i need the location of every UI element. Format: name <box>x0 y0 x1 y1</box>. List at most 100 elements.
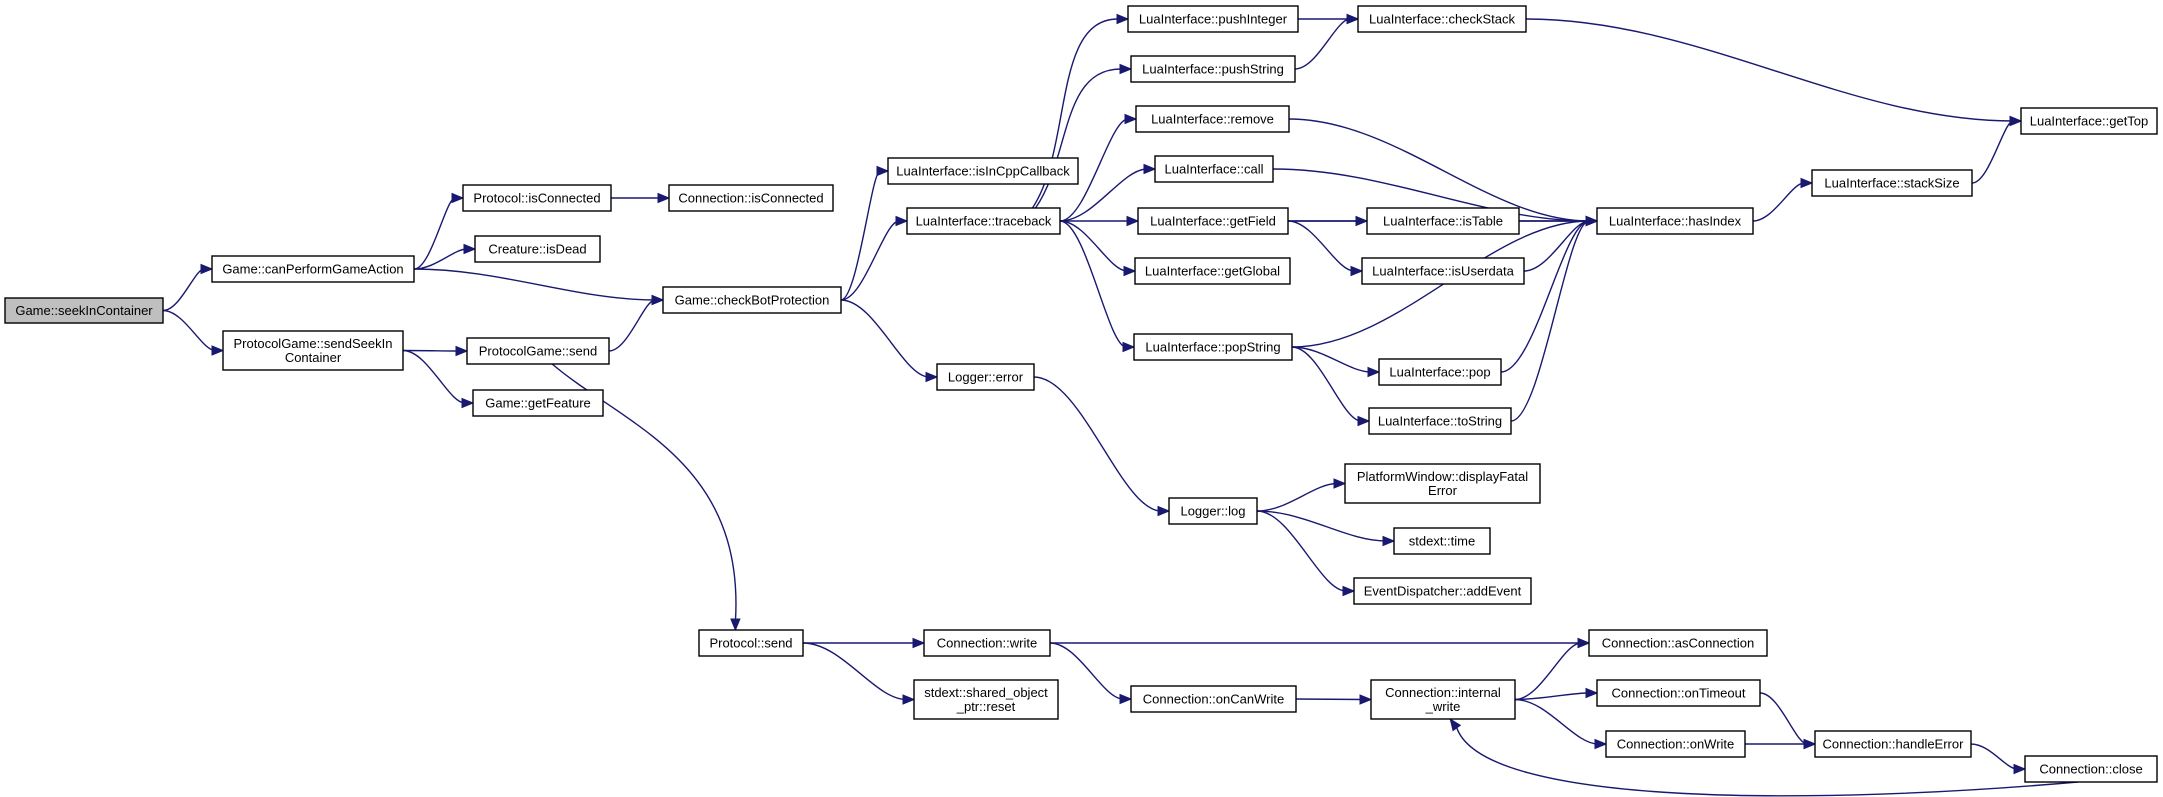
node-loggerLog[interactable]: Logger::log <box>1168 497 1258 525</box>
node-remove[interactable]: LuaInterface::remove <box>1135 105 1290 133</box>
edge-arrowhead <box>1382 535 1396 547</box>
call-graph-edges <box>162 13 2078 797</box>
node-internalWrite[interactable]: Connection::internal_write <box>1370 679 1516 720</box>
node-pop[interactable]: LuaInterface::pop <box>1378 358 1502 386</box>
node-asConnection[interactable]: Connection::asConnection <box>1588 629 1768 657</box>
node-popString[interactable]: LuaInterface::popString <box>1133 333 1293 361</box>
node-hasIndex[interactable]: LuaInterface::hasIndex <box>1596 207 1754 235</box>
node-onWrite[interactable]: Connection::onWrite <box>1605 730 1746 758</box>
node-canPerform[interactable]: Game::canPerformGameAction <box>211 255 415 283</box>
node-checkBot[interactable]: Game::checkBotProtection <box>662 286 842 314</box>
node-label: LuaInterface::remove <box>1151 112 1274 127</box>
node-toString[interactable]: LuaInterface::toString <box>1368 407 1512 435</box>
edge-canPerform-to-protoIsConn <box>413 192 465 270</box>
edge-arrowhead <box>1585 687 1599 699</box>
edge-arrowhead <box>1123 265 1137 277</box>
node-box <box>1168 497 1258 525</box>
node-box <box>1378 358 1502 386</box>
node-box <box>466 337 610 365</box>
node-label: Protocol::send <box>709 636 792 651</box>
edge-arrowhead <box>912 637 926 649</box>
node-label: Game::checkBotProtection <box>675 293 830 308</box>
node-call[interactable]: LuaInterface::call <box>1154 155 1274 183</box>
node-box <box>1137 207 1289 235</box>
node-label: LuaInterface::isUserdata <box>1372 264 1514 279</box>
node-onCanWrite[interactable]: Connection::onCanWrite <box>1130 685 1297 713</box>
node-getTop[interactable]: LuaInterface::getTop <box>2020 107 2158 135</box>
node-isDead[interactable]: Creature::isDead <box>474 235 601 263</box>
node-box <box>2024 755 2158 783</box>
node-box <box>913 679 1059 720</box>
edge-line <box>1034 68 1122 209</box>
node-getField[interactable]: LuaInterface::getField <box>1137 207 1289 235</box>
node-sharedReset[interactable]: stdext::shared_object_ptr::reset <box>913 679 1059 720</box>
node-getGlobal[interactable]: LuaInterface::getGlobal <box>1134 257 1291 285</box>
edge-getField-to-isUserdata <box>1287 220 1364 277</box>
node-label: Container <box>285 350 342 365</box>
node-label: EventDispatcher::addEvent <box>1364 584 1522 599</box>
node-box <box>906 207 1061 235</box>
edge-internalWrite-to-onTimeout <box>1514 687 1599 701</box>
node-connIsConn[interactable]: Connection::isConnected <box>668 184 834 212</box>
edge-arrowhead <box>1143 163 1157 175</box>
node-label: LuaInterface::call <box>1164 162 1263 177</box>
node-label: Connection::onWrite <box>1617 737 1735 752</box>
node-checkStack[interactable]: LuaInterface::checkStack <box>1357 5 1527 33</box>
node-box <box>1353 577 1532 605</box>
node-traceback[interactable]: LuaInterface::traceback <box>906 207 1061 235</box>
node-getFeature[interactable]: Game::getFeature <box>472 389 604 417</box>
node-label: Connection::isConnected <box>678 191 823 206</box>
node-box <box>923 629 1051 657</box>
edge-line <box>1033 376 1162 512</box>
edge-line <box>1256 482 1338 512</box>
edge-line <box>840 170 881 301</box>
node-isUserdata[interactable]: LuaInterface::isUserdata <box>1361 257 1525 285</box>
edge-arrowhead <box>1333 478 1347 489</box>
node-close[interactable]: Connection::close <box>2024 755 2158 783</box>
node-isTable[interactable]: LuaInterface::isTable <box>1366 207 1520 235</box>
node-label: ProtocolGame::send <box>479 344 598 359</box>
node-pgSend[interactable]: ProtocolGame::send <box>466 337 610 365</box>
node-addEvent[interactable]: EventDispatcher::addEvent <box>1353 577 1532 605</box>
node-box <box>1814 730 1972 758</box>
node-label: LuaInterface::pushInteger <box>1139 12 1288 27</box>
node-box <box>1393 527 1491 555</box>
edge-internalWrite-to-onWrite <box>1514 698 1608 750</box>
node-pushString[interactable]: LuaInterface::pushString <box>1130 55 1296 83</box>
node-pushInteger[interactable]: LuaInterface::pushInteger <box>1127 5 1299 33</box>
edge-onCanWrite-to-internalWrite <box>1295 694 1373 705</box>
node-box <box>1154 155 1274 183</box>
edge-line <box>1752 182 1805 222</box>
node-stdextTime[interactable]: stdext::time <box>1393 527 1491 555</box>
node-label: _ptr::reset <box>956 699 1016 714</box>
edge-checkStack-to-getTop <box>1525 18 2023 127</box>
node-label: Game::seekInContainer <box>15 303 153 318</box>
node-stackSize[interactable]: LuaInterface::stackSize <box>1811 169 1973 197</box>
edge-arrowhead <box>1803 738 1817 750</box>
node-protoIsConn[interactable]: Protocol::isConnected <box>462 184 612 212</box>
edge-arrowhead <box>2013 763 2027 775</box>
node-seekIn[interactable]: Game::seekInContainer <box>4 297 164 324</box>
edge-arrowhead <box>1357 415 1371 427</box>
edge-popString-to-toString <box>1291 346 1371 427</box>
node-label: LuaInterface::pop <box>1389 365 1490 380</box>
node-loggerError[interactable]: Logger::error <box>936 363 1035 391</box>
node-label: Game::getFeature <box>485 396 591 411</box>
edge-arrowhead <box>1119 63 1133 75</box>
node-isInCpp[interactable]: LuaInterface::isInCppCallback <box>887 157 1079 185</box>
node-label: LuaInterface::pushString <box>1142 62 1284 77</box>
node-label: Error <box>1428 483 1458 498</box>
edge-stackSize-to-getTop <box>1971 115 2023 184</box>
edge-line <box>1256 510 1347 592</box>
node-connWrite[interactable]: Connection::write <box>923 629 1051 657</box>
edge-arrowhead <box>1594 738 1608 750</box>
node-handleError[interactable]: Connection::handleError <box>1814 730 1972 758</box>
node-onTimeout[interactable]: Connection::onTimeout <box>1596 679 1761 707</box>
node-protoSend[interactable]: Protocol::send <box>698 629 804 657</box>
edge-loggerError-to-loggerLog <box>1033 376 1171 517</box>
edge-sendSeekIn-to-getFeature <box>402 349 475 409</box>
edge-checkBot-to-isInCpp <box>840 165 890 301</box>
edge-canPerform-to-isDead <box>413 243 477 270</box>
